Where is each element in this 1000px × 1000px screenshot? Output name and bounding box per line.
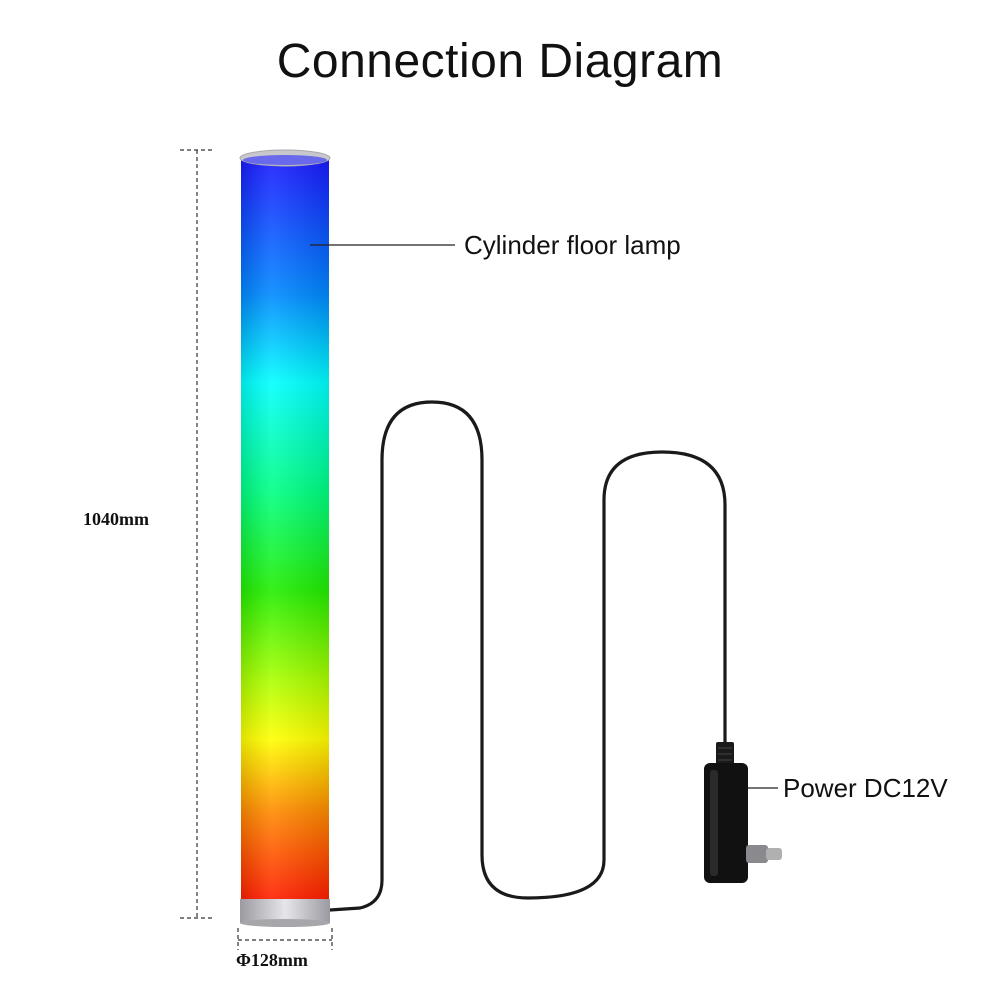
diagram-title: Connection Diagram — [276, 35, 724, 88]
diameter-dimension-label: Φ128mm — [236, 950, 308, 970]
power-adapter — [704, 742, 782, 883]
power-cable — [328, 400, 727, 912]
power-label: Power DC12V — [783, 773, 948, 803]
lamp-label: Cylinder floor lamp — [464, 230, 681, 260]
power-plug-pin — [746, 845, 768, 863]
cylinder-floor-lamp — [239, 149, 331, 927]
height-dimension-label: 1040mm — [83, 509, 149, 529]
height-dimension — [180, 149, 214, 919]
diameter-dimension — [237, 928, 333, 950]
